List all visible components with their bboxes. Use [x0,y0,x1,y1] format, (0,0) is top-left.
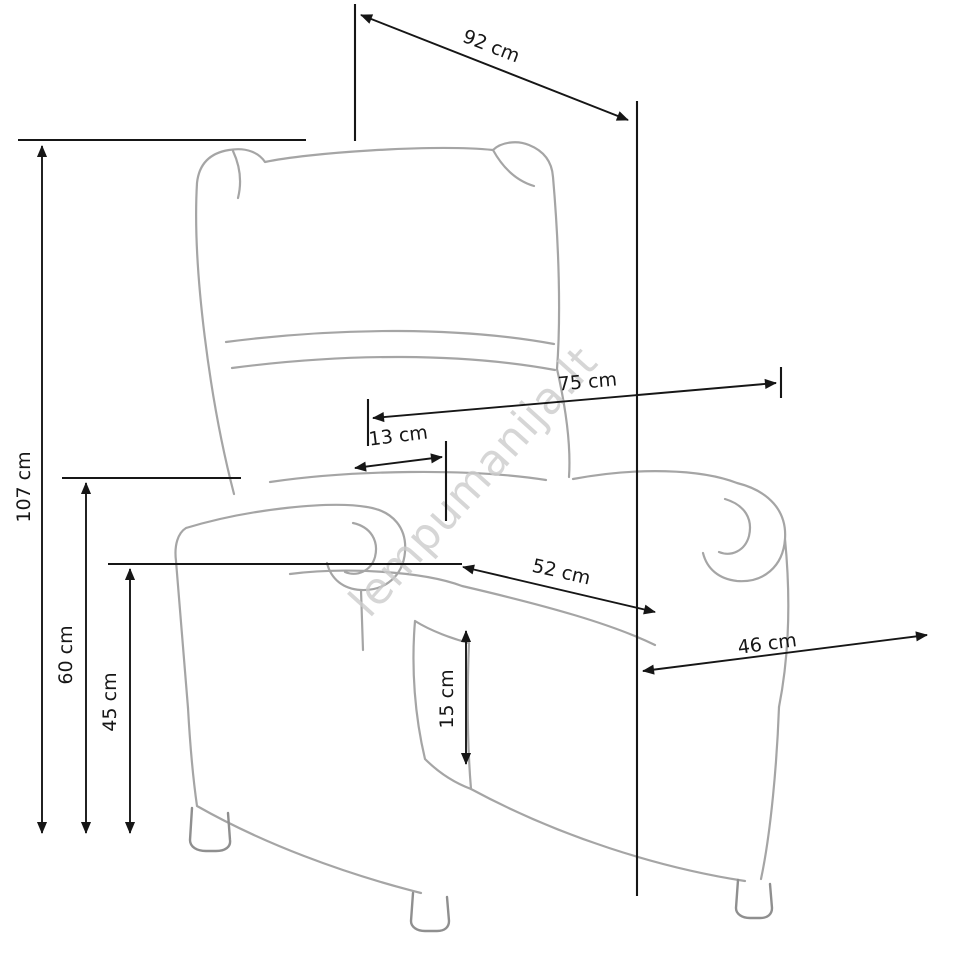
backrest-outline [195,141,571,496]
dim-60-label: 60 cm [55,625,77,684]
dim-107-label: 107 cm [13,451,35,522]
dim-92-arrow [360,14,629,121]
dim-13-label: 13 cm [368,422,429,451]
dim-45-label: 45 cm [99,672,121,731]
dim-52-arrow [462,564,656,615]
dim-15-label: 15 cm [436,669,458,728]
base-skirt [186,705,781,895]
armchair-sketch [174,141,790,933]
dim-46-arrow [642,631,928,675]
left-armrest [174,503,407,710]
dim-46-label: 46 cm [736,629,798,659]
ext-75-end-ticks [366,367,783,446]
right-armrest [571,470,790,709]
chair-feet [188,806,774,933]
dim-92-label: 92 cm [460,25,523,67]
dim-13-arrow [354,453,443,472]
seat-cushion [288,569,657,647]
dim-75-label: 75 cm [557,368,618,395]
backrest-seams [224,148,557,484]
dim-75-arrow [372,378,777,423]
